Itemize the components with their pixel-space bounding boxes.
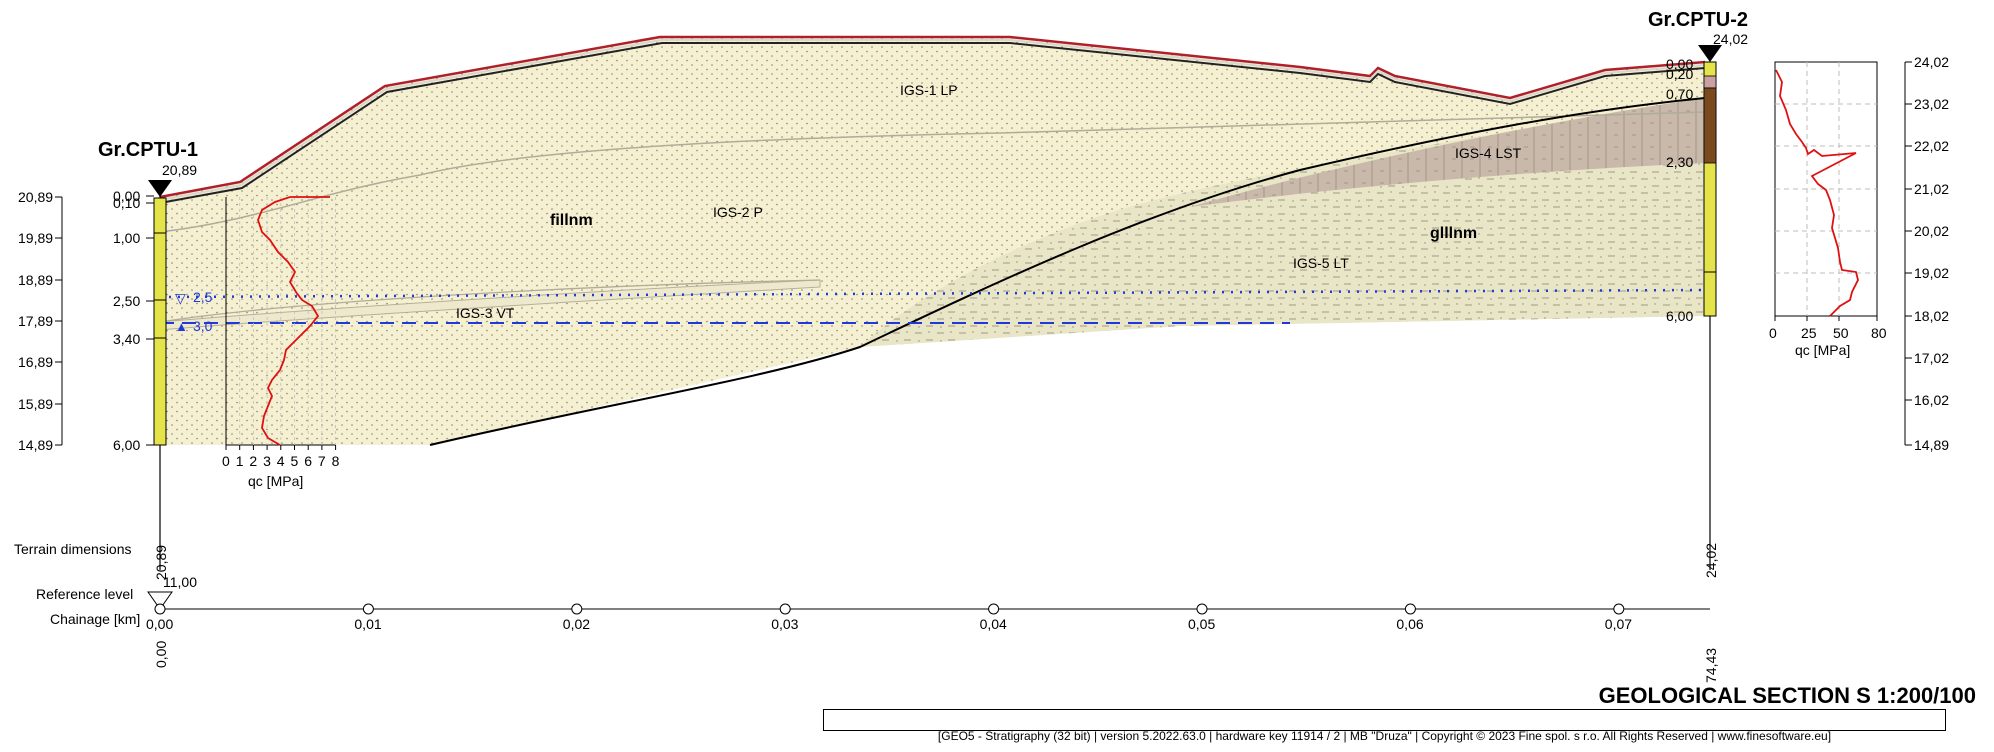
chainage-tick-label: 0,02 bbox=[563, 616, 590, 632]
left-axis-label: 18,89 bbox=[18, 272, 53, 288]
left-axis-label: 16,89 bbox=[18, 354, 53, 370]
left-axis-label: 20,89 bbox=[18, 189, 53, 205]
cpt-1-axis-label: qc [MPa] bbox=[248, 473, 303, 489]
cpt-2-tick-label: 50 bbox=[1833, 325, 1849, 341]
left-axis-label: 15,89 bbox=[18, 396, 53, 412]
formation-label-1: fillnm bbox=[550, 212, 593, 229]
chainage-tick-label: 0,06 bbox=[1396, 616, 1423, 632]
chainage-end: 74,43 bbox=[1703, 648, 1719, 683]
cpt-2-axis-ticks: 0 25 50 80 bbox=[1769, 316, 1887, 341]
borehole-1-depth-labels: 0,000,10 1,00 2,50 3,40 6,00 bbox=[113, 188, 154, 453]
borehole-2-name: Gr.CPTU-2 bbox=[1648, 9, 1748, 31]
right-axis-label: 23,02 bbox=[1914, 96, 1949, 112]
chainage-tick-label: 0,03 bbox=[771, 616, 798, 632]
chainage-tick-label: 0,00 bbox=[146, 616, 173, 632]
depth-label: 6,00 bbox=[1666, 308, 1693, 324]
borehole-2-top-marker bbox=[1698, 45, 1722, 62]
water-table-dotted bbox=[159, 288, 1706, 299]
depth-label: 2,30 bbox=[1666, 154, 1693, 170]
layer-label-igs1: IGS-1 LP bbox=[900, 82, 958, 98]
cpt-1-tick-label: 5 bbox=[291, 453, 299, 469]
layer-label-igs2: IGS-2 P bbox=[713, 204, 763, 220]
borehole-2-depth-labels: 0,000,20 0,70 2,30 6,00 bbox=[1666, 56, 1693, 324]
depth-label: 6,00 bbox=[113, 437, 140, 453]
right-axis-label: 20,02 bbox=[1914, 223, 1949, 239]
cpt-1-qc-curve bbox=[257, 196, 330, 446]
borehole-2-right-axis: 24,02 23,02 22,02 21,02 20,02 19,02 18,02 17,02… bbox=[1905, 54, 1949, 453]
chainage-tick-label: 0,05 bbox=[1188, 616, 1215, 632]
footer-text: [GEO5 - Stratigraphy (32 bit) | version … bbox=[937, 729, 1832, 743]
layer-igs3-vt bbox=[159, 279, 821, 331]
borehole-2-top-level: 24,02 bbox=[1713, 31, 1748, 47]
right-axis-label: 19,02 bbox=[1914, 265, 1949, 281]
terrain-dim-1: 20,89 bbox=[153, 545, 169, 580]
cpt-2-qc-curve bbox=[1775, 69, 1859, 317]
chainage-tick-label: 0,07 bbox=[1605, 616, 1632, 632]
right-axis-label: 14,89 bbox=[1914, 437, 1949, 453]
depth-label: 0,00 bbox=[1666, 56, 1693, 72]
layer-label-igs5: IGS-5 LT bbox=[1293, 255, 1349, 271]
chainage-tick-label: 0,01 bbox=[354, 616, 381, 632]
layer-label-igs3: IGS-3 VT bbox=[456, 305, 515, 321]
soil-body-sand bbox=[160, 37, 1705, 445]
chainage-ticks: 0,00 0,01 0,02 0,03 0,04 0,05 0,06 0,07 bbox=[146, 603, 1632, 632]
layer-igs4-lst bbox=[1190, 98, 1705, 207]
water-level-marker-2: ▲ bbox=[175, 319, 188, 334]
water-level-marker-1: ▽ bbox=[175, 290, 186, 306]
depth-label: 0,20 bbox=[1666, 66, 1693, 82]
right-axis-label: 24,02 bbox=[1914, 54, 1949, 70]
reference-level-value: 11,00 bbox=[163, 574, 197, 590]
cpt-1-tick-label: 8 bbox=[332, 453, 340, 469]
cpt-1-tick-label: 4 bbox=[277, 453, 285, 469]
cpt-1-tick-label: 2 bbox=[249, 453, 257, 469]
water-level-value-2: 3,0 bbox=[193, 318, 213, 334]
water-level-value-1: 2,5 bbox=[193, 289, 213, 305]
cpt-1-tick-label: 7 bbox=[318, 453, 326, 469]
terrain-dimensions-label: Terrain dimensions bbox=[14, 541, 132, 557]
cpt-1-tick-label: 0 bbox=[222, 453, 230, 469]
right-axis-label: 17,02 bbox=[1914, 350, 1949, 366]
chainage-start: 0,00 bbox=[153, 641, 169, 668]
left-axis-label: 19,89 bbox=[18, 230, 53, 246]
cpt-2-tick-label: 25 bbox=[1801, 325, 1817, 341]
terrain-dim-2: 24,02 bbox=[1703, 543, 1719, 578]
chainage-label: Chainage [km] bbox=[50, 611, 140, 627]
borehole-1-column bbox=[153, 197, 167, 446]
formation-label-2: glllnm bbox=[1430, 225, 1477, 242]
left-axis-label: 14,89 bbox=[18, 437, 53, 453]
section-title: GEOLOGICAL SECTION S 1:200/100 bbox=[1598, 683, 1976, 708]
borehole-1-top-level: 20,89 bbox=[162, 162, 197, 178]
right-axis-label: 16,02 bbox=[1914, 392, 1949, 408]
right-axis-label: 18,02 bbox=[1914, 308, 1949, 324]
borehole-1-left-axis: 20,89 19,89 18,89 17,89 16,89 15,89 14,89 bbox=[18, 189, 62, 453]
right-axis-label: 21,02 bbox=[1914, 181, 1949, 197]
footer-box bbox=[823, 709, 1946, 731]
cpt-chart-2: 0 25 50 80 qc [MPa] bbox=[1769, 61, 1887, 358]
reference-level-label: Reference level bbox=[36, 586, 133, 602]
depth-label: 2,50 bbox=[113, 293, 140, 309]
layer-label-igs4: IGS-4 LST bbox=[1455, 145, 1522, 161]
chainage-tick-label: 0,04 bbox=[980, 616, 1007, 632]
cpt-2-tick-label: 80 bbox=[1871, 325, 1887, 341]
cpt-2-tick-label: 0 bbox=[1769, 325, 1777, 341]
depth-label: 0,10 bbox=[113, 195, 140, 211]
right-axis-label: 22,02 bbox=[1914, 138, 1949, 154]
depth-label: 0,00 bbox=[113, 188, 140, 204]
left-axis-label: 17,89 bbox=[18, 313, 53, 329]
cpt-1-tick-label: 1 bbox=[236, 453, 244, 469]
borehole-1-top-marker bbox=[148, 180, 172, 197]
terrain-surface-line bbox=[159, 35, 1706, 199]
borehole-1-name: Gr.CPTU-1 bbox=[98, 139, 198, 161]
depth-label: 1,00 bbox=[113, 230, 140, 246]
depth-label: 0,70 bbox=[1666, 86, 1693, 102]
cpt-1-tick-label: 6 bbox=[304, 453, 312, 469]
boundary-line-main bbox=[429, 97, 1706, 446]
cpt-2-axis-label: qc [MPa] bbox=[1795, 342, 1850, 358]
cpt-1-tick-label: 3 bbox=[263, 453, 271, 469]
depth-label: 3,40 bbox=[113, 331, 140, 347]
